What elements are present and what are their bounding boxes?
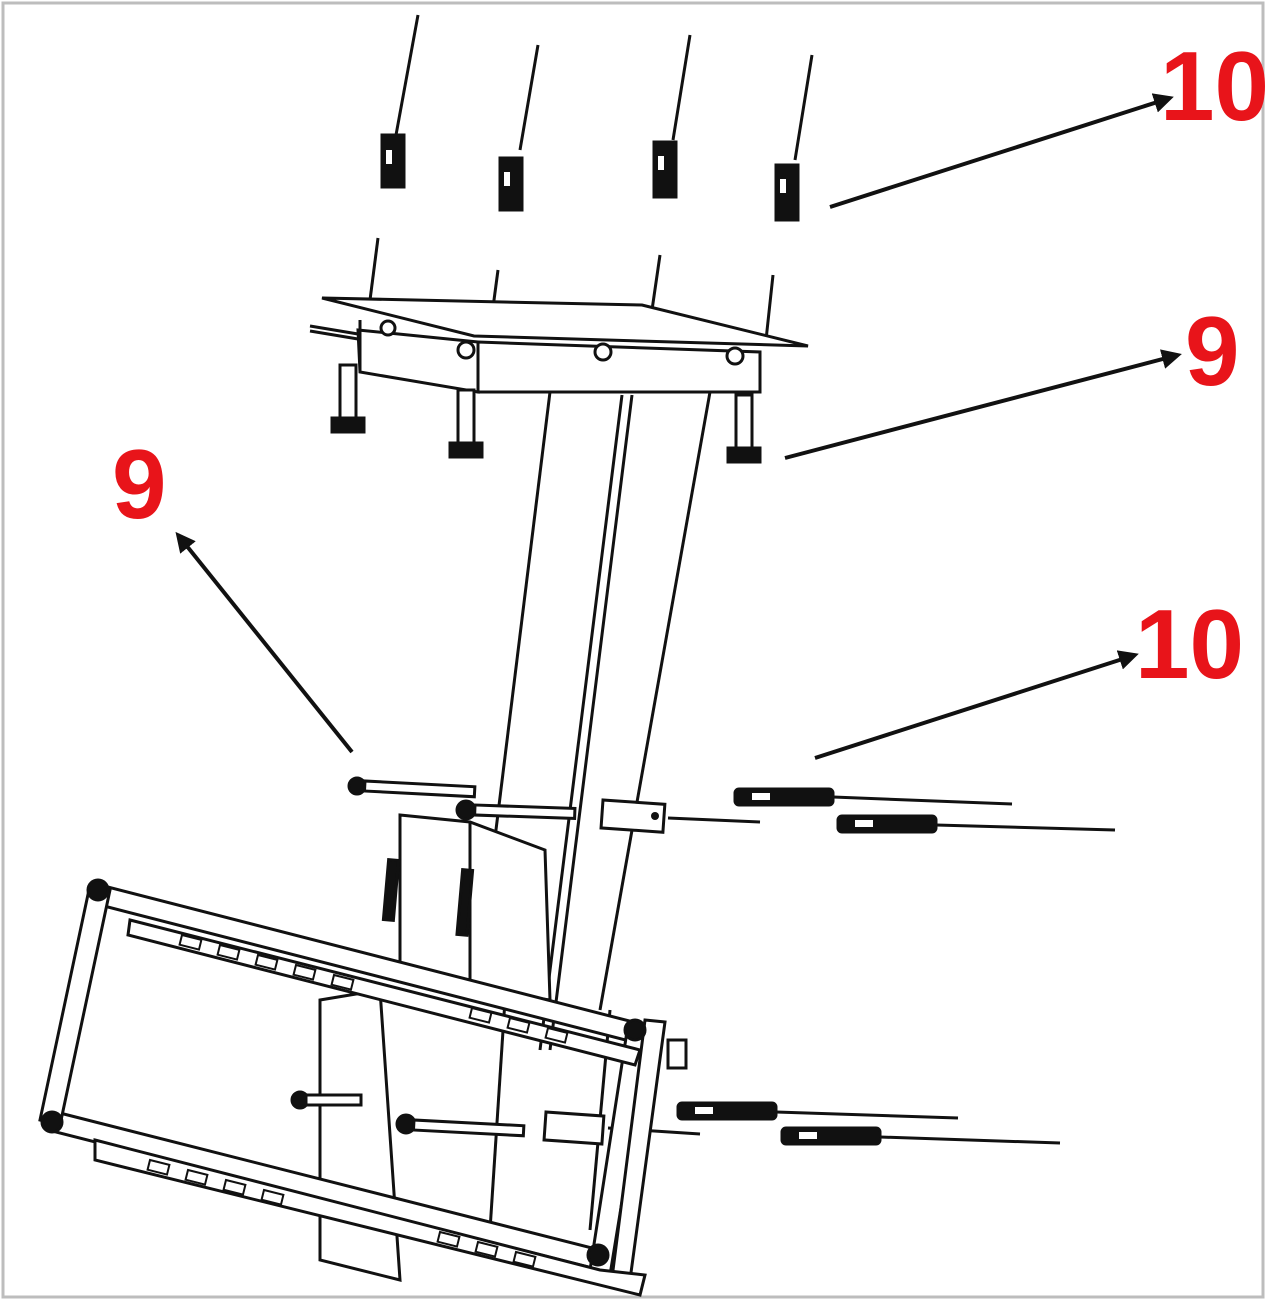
arrow-to-callout-lower-right — [814, 650, 1139, 760]
nut-block — [599, 798, 667, 834]
leader-arrows — [175, 93, 1182, 760]
arrow-to-callout-top-right — [829, 93, 1174, 209]
callout-upper-right: 9 — [1185, 296, 1240, 406]
nut-block — [542, 1110, 606, 1146]
side-anchor-bolts — [676, 787, 1116, 1146]
hex-bolt — [330, 363, 366, 434]
bracket-bolts — [290, 776, 577, 1138]
anchor-bolt — [498, 44, 540, 212]
anchor-bolt — [733, 787, 1013, 807]
anchor-bolt — [652, 34, 692, 199]
hex-bolt — [455, 799, 577, 821]
hex-bolt — [448, 388, 484, 459]
anchor-bolt — [780, 1126, 1061, 1146]
callout-left: 9 — [112, 429, 167, 539]
ceiling-plate — [309, 296, 809, 394]
top-anchor-bolts — [368, 14, 814, 341]
callout-top-right: 10 — [1160, 31, 1268, 141]
callout-lower-right: 10 — [1135, 589, 1244, 699]
hex-bolt — [395, 1113, 526, 1138]
anchor-bolt — [380, 14, 420, 189]
rail-slots — [146, 933, 569, 1268]
arrow-to-callout-upper-right — [784, 349, 1182, 460]
arrow-to-callout-left — [175, 531, 354, 754]
hex-bolt — [290, 1090, 363, 1110]
plate-bolts — [330, 363, 762, 464]
anchor-bolt — [774, 54, 814, 222]
anchor-bolt — [676, 1101, 959, 1121]
hex-bolt — [726, 393, 762, 464]
hex-bolt — [347, 776, 477, 799]
anchor-bolt — [836, 814, 1116, 834]
